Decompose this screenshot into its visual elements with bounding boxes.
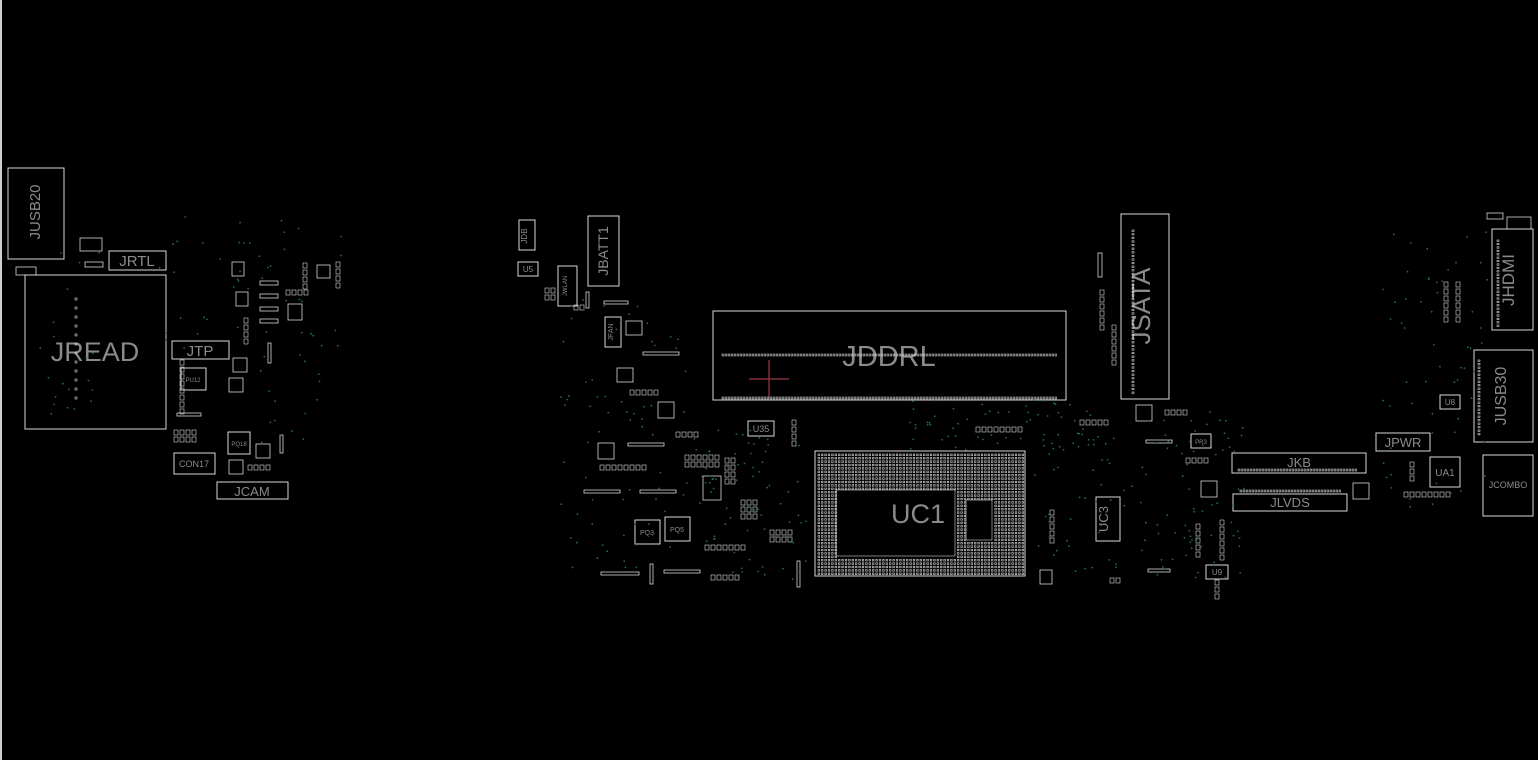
component-jlvds[interactable]: JLVDS <box>1232 493 1348 512</box>
component-uc1[interactable]: UC1 <box>814 450 1026 577</box>
label-uc3: UC3 <box>1096 506 1111 532</box>
component-jbatt1[interactable]: JBATT1 <box>587 215 620 287</box>
component-jcombo[interactable]: JCOMBO <box>1482 454 1534 517</box>
label-u9: U9 <box>1212 568 1223 577</box>
passive-strips <box>176 252 1173 588</box>
component-ua1[interactable]: UA1 <box>1429 456 1461 488</box>
label-jrtl: JRTL <box>119 253 155 270</box>
label-u35: U35 <box>753 424 770 434</box>
label-jsata: JSATA <box>1126 267 1156 345</box>
label-jwlan: JWLAN <box>563 276 569 296</box>
component-jusb30[interactable]: JUSB30 <box>1473 349 1534 443</box>
minor-parts <box>15 212 1532 585</box>
label-con17: CON17 <box>179 459 209 469</box>
label-u5: U5 <box>523 265 534 274</box>
component-pr3[interactable]: PR3 <box>1190 433 1212 449</box>
component-jdb[interactable]: JDB <box>518 219 536 251</box>
viewport-left-edge <box>0 0 2 760</box>
label-uc1: UC1 <box>891 499 945 529</box>
label-jbatt1: JBATT1 <box>595 226 611 276</box>
label-jpwr: JPWR <box>1385 435 1422 450</box>
label-pq3: PQ3 <box>640 530 654 537</box>
component-jwlan[interactable]: JWLAN <box>557 265 578 307</box>
label-pq5: PQ5 <box>670 527 684 534</box>
component-pq3[interactable]: PQ3 <box>634 519 661 545</box>
component-pq5[interactable]: PQ5 <box>664 516 691 542</box>
component-uc3[interactable]: UC3 <box>1095 496 1121 542</box>
label-jusb20: JUSB20 <box>27 184 44 239</box>
label-jread: JREAD <box>51 337 140 367</box>
label-jdb: JDB <box>520 228 529 243</box>
label-jlvds: JLVDS <box>1270 495 1310 510</box>
label-jddrl: JDDRL <box>842 341 935 373</box>
label-pq18: PQ18 <box>231 442 247 448</box>
component-con17[interactable]: CON17 <box>173 452 216 475</box>
label-jkb: JKB <box>1287 455 1311 470</box>
label-u8: U8 <box>1445 398 1456 407</box>
pad-array <box>74 229 1500 600</box>
component-jread[interactable]: JREAD <box>24 274 167 430</box>
label-jcam: JCAM <box>234 484 269 499</box>
via-dots <box>39 216 1489 581</box>
component-u9[interactable]: U9 <box>1205 564 1229 580</box>
label-ua1: UA1 <box>1435 468 1455 479</box>
crosshair-cursor-icon <box>749 360 789 398</box>
component-jkb[interactable]: JKB <box>1231 452 1367 474</box>
component-pq18[interactable]: PQ18 <box>227 431 251 455</box>
component-jcam[interactable]: JCAM <box>216 481 289 500</box>
component-u35[interactable]: U35 <box>747 420 775 437</box>
label-jfan: JFAN <box>608 323 615 340</box>
label-pr3: PR3 <box>1195 440 1207 446</box>
label-jusb30: JUSB30 <box>1493 367 1510 426</box>
component-u5[interactable]: U5 <box>517 261 539 277</box>
component-u8[interactable]: U8 <box>1439 394 1461 410</box>
component-jusb20[interactable]: JUSB20 <box>7 167 65 260</box>
component-jrtl[interactable]: JRTL <box>108 250 167 271</box>
component-jsata[interactable]: JSATA <box>1120 213 1170 400</box>
component-jfan[interactable]: JFAN <box>604 316 622 348</box>
label-jcombo: JCOMBO <box>1489 480 1528 490</box>
component-pu12[interactable]: PU12 <box>180 367 207 391</box>
label-jtp: JTP <box>187 343 214 360</box>
component-jddrl[interactable]: JDDRL <box>712 310 1067 401</box>
component-jtp[interactable]: JTP <box>171 340 230 360</box>
component-jpwr[interactable]: JPWR <box>1375 432 1431 452</box>
label-jhdmi: JHDMI <box>1499 254 1518 306</box>
label-pu12: PU12 <box>185 378 201 384</box>
